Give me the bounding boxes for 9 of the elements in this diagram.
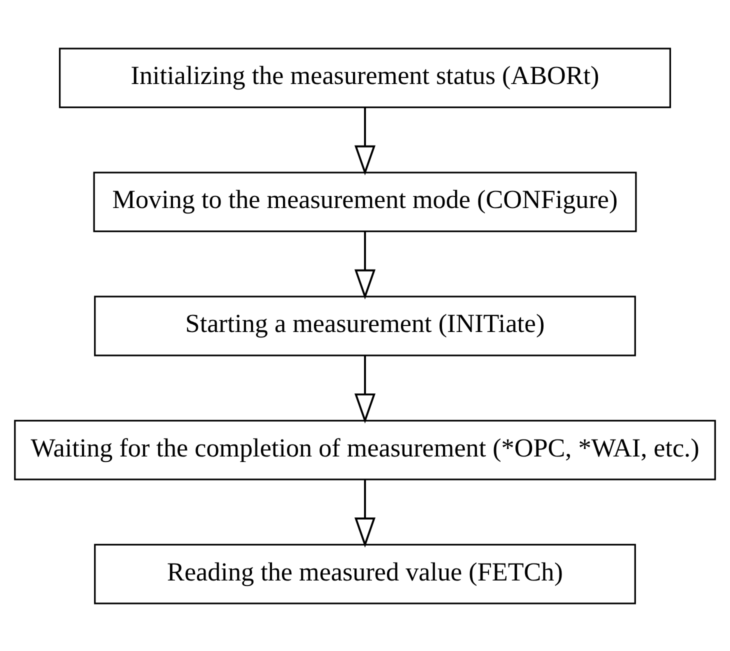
node-box: Moving to the measurement mode (CONFigure) bbox=[93, 171, 637, 232]
arrow bbox=[354, 107, 376, 175]
node-box: Starting a measurement (INITiate) bbox=[94, 295, 636, 356]
arrow bbox=[354, 231, 376, 299]
node-box: Initializing the measurement status (ABORt) bbox=[58, 47, 672, 108]
arrow bbox=[354, 355, 376, 424]
node-box: Waiting for the completion of measurement (*OPC, *WAI, etc.) bbox=[14, 419, 716, 480]
arrow bbox=[354, 479, 376, 548]
node-box: Reading the measured value (FETCh) bbox=[94, 543, 636, 604]
